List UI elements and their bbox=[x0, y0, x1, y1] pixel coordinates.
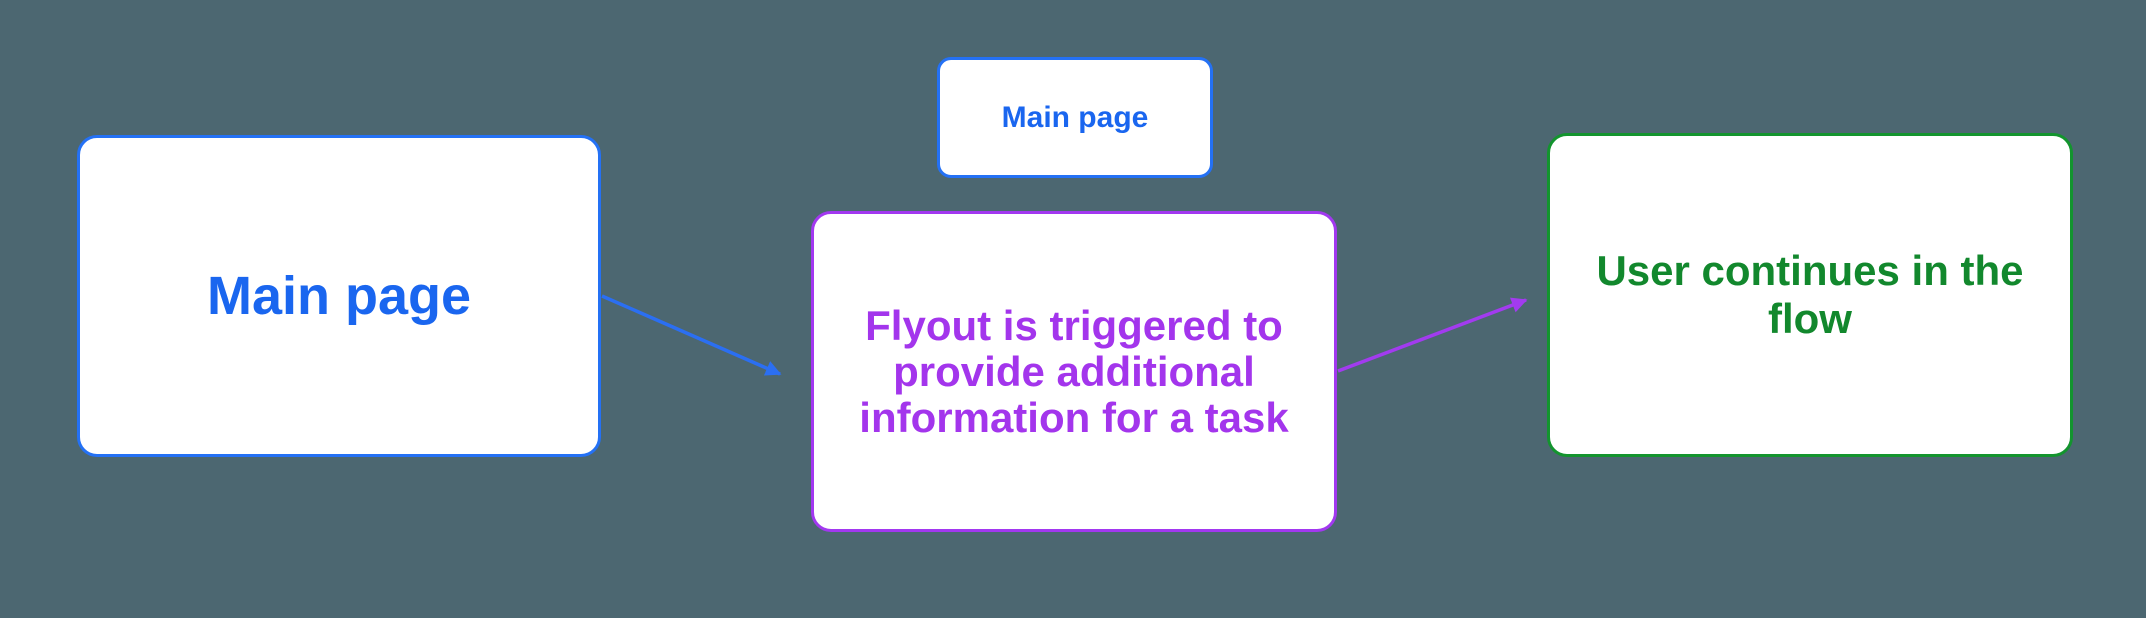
node-main-page-small-label: Main page bbox=[1001, 100, 1149, 134]
node-user-continues: User continues in the flow bbox=[1547, 133, 2073, 457]
arrow-main-to-flyout bbox=[601, 294, 782, 376]
node-main-page-label: Main page bbox=[206, 266, 472, 326]
node-main-page-small: Main page bbox=[937, 57, 1213, 178]
node-main-page: Main page bbox=[77, 135, 601, 457]
node-flyout-info-label: Flyout is triggered to provide additiona… bbox=[859, 301, 1289, 441]
node-user-continues-label: User continues in the flow bbox=[1596, 247, 2024, 342]
arrow-flyout-to-user-continues bbox=[1337, 297, 1528, 373]
node-flyout-info: Flyout is triggered to provide additiona… bbox=[811, 211, 1337, 532]
